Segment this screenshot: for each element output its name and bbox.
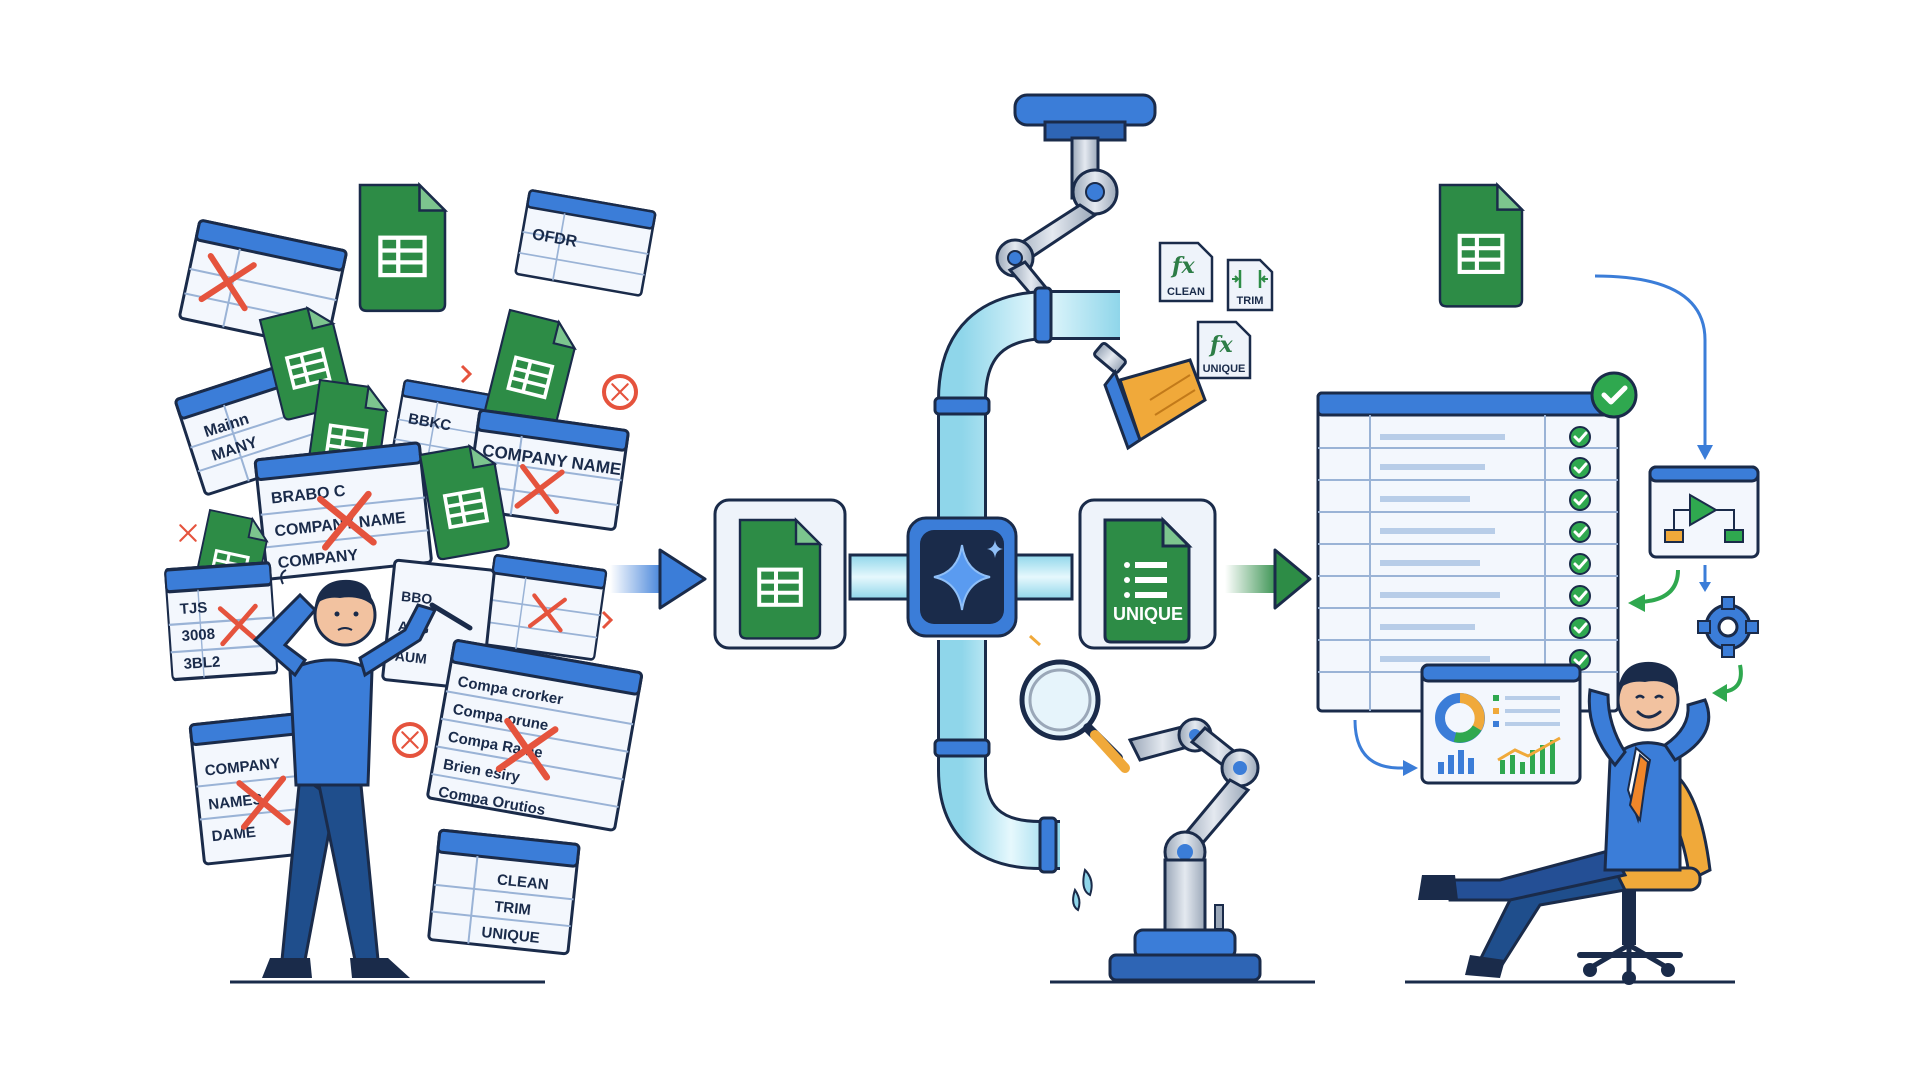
sheet-label: CLEAN xyxy=(496,871,549,893)
table-card: Mainn MANY xyxy=(173,352,351,497)
robot-arm-upper xyxy=(995,136,1119,308)
table-card: OFDR xyxy=(513,188,657,298)
table-card: COMPANY NAMES DAME xyxy=(188,711,321,866)
check-icon xyxy=(1568,425,1592,449)
check-icon xyxy=(1568,456,1592,480)
error-circle-icon xyxy=(392,722,428,758)
cycle-arrow xyxy=(1639,569,1680,604)
sheet-label: 3008 xyxy=(181,626,215,645)
check-icon xyxy=(1568,488,1592,512)
table-card: CLEAN TRIM UNIQUE xyxy=(427,828,581,956)
ai-pipeline-panel: UNIQUE fx CLEAN TRIM fx UNIQUE xyxy=(713,93,1274,982)
output-label: UNIQUE xyxy=(1113,604,1183,624)
chaotic-spreadsheets-panel: OFDR Mainn MANY BBKC COMPANY NAME BRABO … xyxy=(163,185,657,978)
sparkle-icon xyxy=(933,544,991,611)
formula-label: TRIM xyxy=(1237,295,1264,307)
verified-check-icon xyxy=(1590,371,1638,419)
gear-icon xyxy=(1697,596,1759,658)
check-icon xyxy=(1568,552,1592,576)
unique-sheet-icon xyxy=(1103,516,1193,644)
error-mark xyxy=(601,610,614,630)
pipe-bottom xyxy=(940,640,1060,867)
robot-arm-lower xyxy=(1108,717,1262,982)
flow-arrow xyxy=(1353,719,1408,770)
check-icon xyxy=(1568,616,1592,640)
sheet-icon xyxy=(360,185,445,311)
sheet-label: UNIQUE xyxy=(481,924,541,947)
water-drop xyxy=(1082,868,1093,897)
check-icon xyxy=(1568,520,1592,544)
broom-tool xyxy=(1093,341,1207,451)
check-icon xyxy=(1568,584,1592,608)
table-card: BBKC xyxy=(389,378,525,481)
magnifier-icon xyxy=(1019,659,1130,773)
workflow-card xyxy=(1648,465,1760,559)
error-mark xyxy=(460,364,473,384)
sheet-label: TJS xyxy=(179,599,208,618)
donut-chart-icon xyxy=(1435,693,1485,743)
table-card: TJS 3008 3BL2 xyxy=(163,561,280,682)
relaxed-person xyxy=(1418,661,1712,985)
sheet-label: NAMES xyxy=(208,791,264,814)
formula-card-clean: fx CLEAN xyxy=(1158,241,1214,303)
clean-result-panel xyxy=(1316,185,1760,985)
stressed-person xyxy=(252,569,473,978)
table-card: COMPANY NAME xyxy=(464,408,631,532)
sheet-icon xyxy=(1440,185,1522,306)
bar-chart-icon xyxy=(1438,750,1474,774)
pipe-connector-left xyxy=(848,553,914,601)
sheet-icon xyxy=(740,520,820,638)
formula-label: CLEAN xyxy=(1167,286,1205,298)
clean-table xyxy=(1316,371,1638,713)
dashboard-card xyxy=(1420,663,1582,785)
error-circle-icon xyxy=(602,374,638,410)
sparkle-small-icon xyxy=(987,540,1003,558)
water-drop xyxy=(1072,887,1081,912)
formula-card-unique: fx UNIQUE xyxy=(1196,320,1252,380)
fx-symbol: fx xyxy=(1170,253,1195,279)
table-card: BRABO C COMPANY NAME COMPANY xyxy=(253,441,433,581)
fx-symbol: fx xyxy=(1208,332,1233,358)
formula-label: UNIQUE xyxy=(1203,363,1246,375)
input-arrow xyxy=(610,548,707,610)
pipe-connector-right xyxy=(1008,553,1074,601)
growth-chart-icon xyxy=(1497,736,1561,774)
flow-arrow xyxy=(1594,274,1707,450)
table-card: Compa crorker Compa orune Compa Rame Bri… xyxy=(426,639,643,832)
sheet-label: 3BL2 xyxy=(183,653,221,673)
formula-card-trim: TRIM xyxy=(1226,258,1274,312)
sheet-label: BBO xyxy=(400,588,433,607)
output-arrow xyxy=(1225,548,1312,610)
table-card xyxy=(481,553,608,662)
error-x-icon xyxy=(179,524,197,542)
sheet-label: TRIM xyxy=(493,898,531,919)
